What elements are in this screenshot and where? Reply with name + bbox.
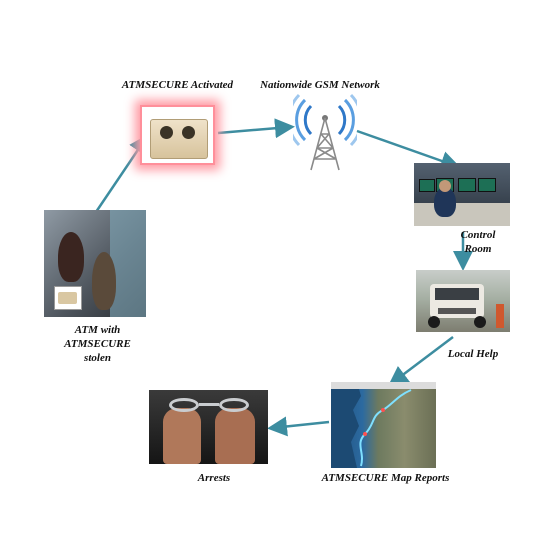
arrow-help-to-map: [388, 336, 454, 387]
label-atm-line2: ATMSECURE: [64, 338, 131, 350]
atm-theft-photo: [44, 210, 146, 317]
label-control-room: Control Room: [448, 228, 508, 256]
hand-left: [163, 408, 201, 464]
label-atm-line1: ATM with: [74, 324, 121, 336]
label-control-room-line2: Room: [464, 243, 492, 255]
jeep-windshield: [435, 288, 479, 300]
atm-glass-door: [110, 210, 146, 317]
monitor-3: [458, 178, 476, 192]
atmsecure-device-image: [140, 105, 215, 165]
arrow-atm-to-device: [94, 133, 149, 213]
control-room-photo: [414, 163, 510, 226]
label-control-room-line1: Control: [460, 229, 496, 241]
handcuff-right: [219, 398, 249, 412]
arrests-photo: [149, 390, 268, 464]
label-atm-line3: stolen: [84, 352, 111, 364]
gsm-tower-icon: [293, 92, 357, 172]
device-body: [150, 119, 208, 159]
thief-1-figure: [58, 232, 84, 282]
monitor-1: [419, 179, 435, 192]
label-atm-stolen: ATM with ATMSECURE stolen: [55, 323, 140, 365]
handcuff-chain: [199, 403, 219, 406]
jeep-grille: [438, 308, 476, 314]
thief-2-figure: [92, 252, 116, 310]
inset-device-body: [58, 292, 77, 304]
map-reports-screenshot: [331, 382, 436, 468]
label-local-help: Local Help: [447, 348, 499, 360]
arrow-device-to-network: [217, 118, 295, 139]
arrow-map-to-arrests: [267, 416, 330, 437]
hand-right: [215, 408, 255, 464]
atm-device-inset: [54, 286, 82, 310]
operator-figure: [434, 187, 456, 217]
label-activated: ATMSECURE Activated: [121, 79, 234, 91]
local-help-photo: [416, 270, 510, 332]
label-network: Nationwide GSM Network: [260, 79, 380, 91]
jeep-wheel-left: [428, 316, 440, 328]
traffic-cone: [496, 304, 504, 328]
arrow-network-to-control: [356, 129, 461, 171]
label-arrests: Arrests: [197, 472, 231, 484]
label-map-reports: ATMSECURE Map Reports: [321, 472, 450, 484]
tower-graphic: [293, 93, 357, 171]
map-route-graphic: [331, 382, 436, 468]
device-hole-left: [160, 126, 173, 139]
control-desk: [414, 203, 510, 226]
device-hole-right: [182, 126, 195, 139]
handcuff-left: [169, 398, 199, 412]
monitor-4: [478, 178, 496, 192]
operator-head: [439, 180, 451, 192]
jeep-wheel-right: [474, 316, 486, 328]
